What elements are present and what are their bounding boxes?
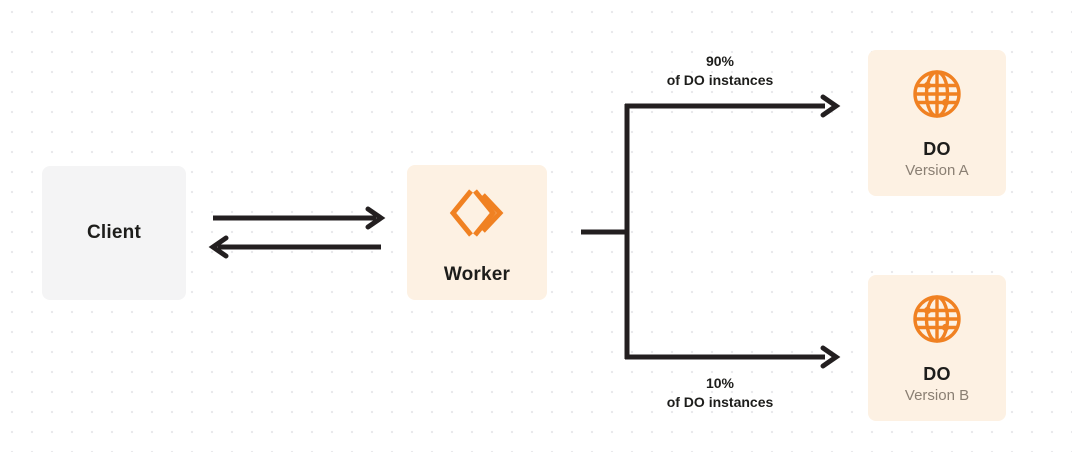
edge-label-do-a-description: of DO instances — [666, 71, 774, 88]
edge-label-do-b-description: of DO instances — [666, 393, 774, 410]
globe-icon — [909, 66, 965, 127]
do-a-sublabel: Version A — [905, 162, 969, 180]
do-b-label: DO — [923, 363, 951, 384]
edge-worker-branch-spine — [581, 104, 630, 359]
edge-label-do-a-percent: 90% — [705, 53, 735, 69]
edge-worker-to-do-a — [625, 97, 836, 115]
edge-client-to-worker — [213, 209, 381, 227]
do-a-label: DO — [923, 138, 951, 159]
globe-icon — [909, 291, 965, 352]
node-do-version-a[interactable]: DO Version A — [868, 50, 1006, 196]
cloudflare-workers-icon — [445, 181, 509, 250]
node-do-version-b[interactable]: DO Version B — [868, 275, 1006, 421]
edge-label-do-b-percent: 10% — [705, 375, 735, 391]
do-b-sublabel: Version B — [904, 387, 970, 405]
edge-worker-to-do-b — [625, 348, 836, 366]
edge-label-do-b: 10% of DO instances — [655, 374, 785, 412]
edge-worker-to-client — [208, 235, 381, 259]
edge-label-do-a: 90% of DO instances — [655, 52, 785, 90]
node-worker[interactable]: Worker — [407, 165, 547, 300]
worker-label: Worker — [443, 264, 511, 285]
node-client[interactable]: Client — [42, 166, 186, 300]
client-label: Client — [87, 222, 141, 243]
